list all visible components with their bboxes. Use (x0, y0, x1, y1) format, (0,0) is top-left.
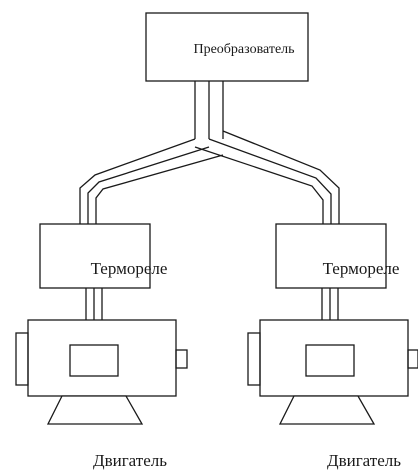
right-motor-base (278, 395, 376, 425)
left-motor-end-cap (15, 332, 29, 386)
left-motor-terminal-box (69, 344, 119, 377)
right-motor-label: Двигатель (327, 451, 401, 470)
right-motor (247, 319, 418, 425)
right-thermal-relay-box (275, 223, 387, 289)
right-cable-run (194, 130, 340, 224)
right-thermal-relay-label: Термореле (323, 259, 400, 278)
left-cable-run (79, 138, 224, 224)
left-motor (15, 319, 188, 425)
left-motor-shaft (175, 349, 188, 369)
right-motor-end-cap (247, 332, 261, 386)
converter-box (145, 12, 309, 82)
left-thermal-relay-label: Термореле (91, 259, 168, 278)
left-motor-label: Двигатель (93, 451, 167, 470)
left-motor-base (46, 395, 144, 425)
converter-wire-bundle (194, 81, 224, 139)
right-motor-shaft (407, 349, 418, 369)
converter-label: Преобразователь (193, 42, 294, 57)
left-thermal-relay-box (39, 223, 151, 289)
right-motor-terminal-box (305, 344, 355, 377)
